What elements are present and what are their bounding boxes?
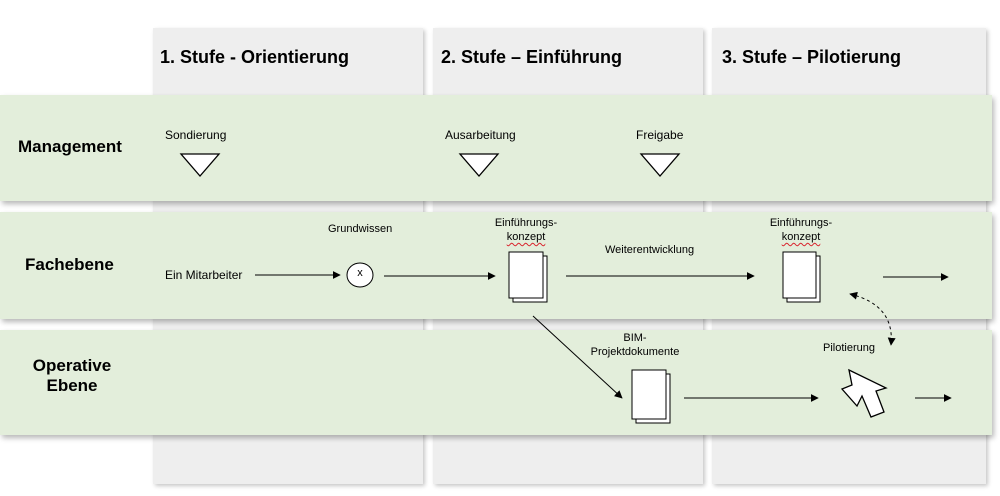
label-einfuehrungskonzept-1: Einführungs- konzept bbox=[486, 216, 566, 244]
label-einfuehrungskonzept-2-line2: konzept bbox=[761, 230, 841, 244]
label-bim-line1: BIM- bbox=[623, 332, 647, 344]
lane-title-operative-ebene: Operative Ebene bbox=[32, 356, 112, 395]
decision-node-symbol: x bbox=[357, 267, 363, 279]
document-stack-konzept-2-icon bbox=[782, 251, 821, 303]
milestone-sondierung-icon bbox=[179, 153, 221, 177]
label-ein-mitarbeiter: Ein Mitarbeiter bbox=[165, 268, 243, 282]
stage-title-2: 2. Stufe – Einführung bbox=[441, 47, 623, 67]
lane-title-fachebene: Fachebene bbox=[25, 255, 114, 274]
label-einfuehrungskonzept-1-line2-text: konzept bbox=[506, 231, 546, 243]
document-stack-konzept-1-icon bbox=[508, 251, 548, 303]
arrow-konzept-to-bim bbox=[532, 315, 623, 399]
stage-title-3: 3. Stufe – Pilotierung bbox=[722, 47, 902, 67]
lane-fachebene bbox=[0, 212, 992, 319]
label-einfuehrungskonzept-1-line1: Einführungs- bbox=[494, 217, 558, 229]
milestone-freigabe-icon bbox=[639, 153, 681, 177]
label-sondierung: Sondierung bbox=[165, 128, 227, 142]
label-bim-line2: Projektdokumente bbox=[590, 346, 680, 358]
label-einfuehrungskonzept-2-line2-text: konzept bbox=[781, 231, 821, 243]
label-bim-projektdokumente: BIM- Projektdokumente bbox=[580, 331, 690, 359]
label-pilotierung: Pilotierung bbox=[823, 342, 875, 354]
milestone-ausarbeitung-icon bbox=[458, 153, 500, 177]
document-stack-bim-icon bbox=[631, 369, 671, 424]
label-grundwissen: Grundwissen bbox=[328, 223, 393, 235]
label-einfuehrungskonzept-1-line2: konzept bbox=[486, 230, 566, 244]
lane-operative-ebene bbox=[0, 330, 992, 435]
label-weiterentwicklung: Weiterentwicklung bbox=[605, 244, 695, 256]
decision-node-x bbox=[346, 262, 374, 288]
pilotierung-arrow-icon bbox=[840, 368, 888, 418]
lane-management bbox=[0, 95, 992, 201]
lane-title-management: Management bbox=[18, 137, 122, 156]
label-einfuehrungskonzept-2-line1: Einführungs- bbox=[769, 217, 833, 229]
dashed-feedback-arrow bbox=[849, 291, 896, 346]
label-freigabe: Freigabe bbox=[636, 128, 684, 142]
label-einfuehrungskonzept-2: Einführungs- konzept bbox=[761, 216, 841, 244]
label-ausarbeitung: Ausarbeitung bbox=[445, 128, 516, 142]
stage-title-1: 1. Stufe - Orientierung bbox=[160, 47, 350, 67]
